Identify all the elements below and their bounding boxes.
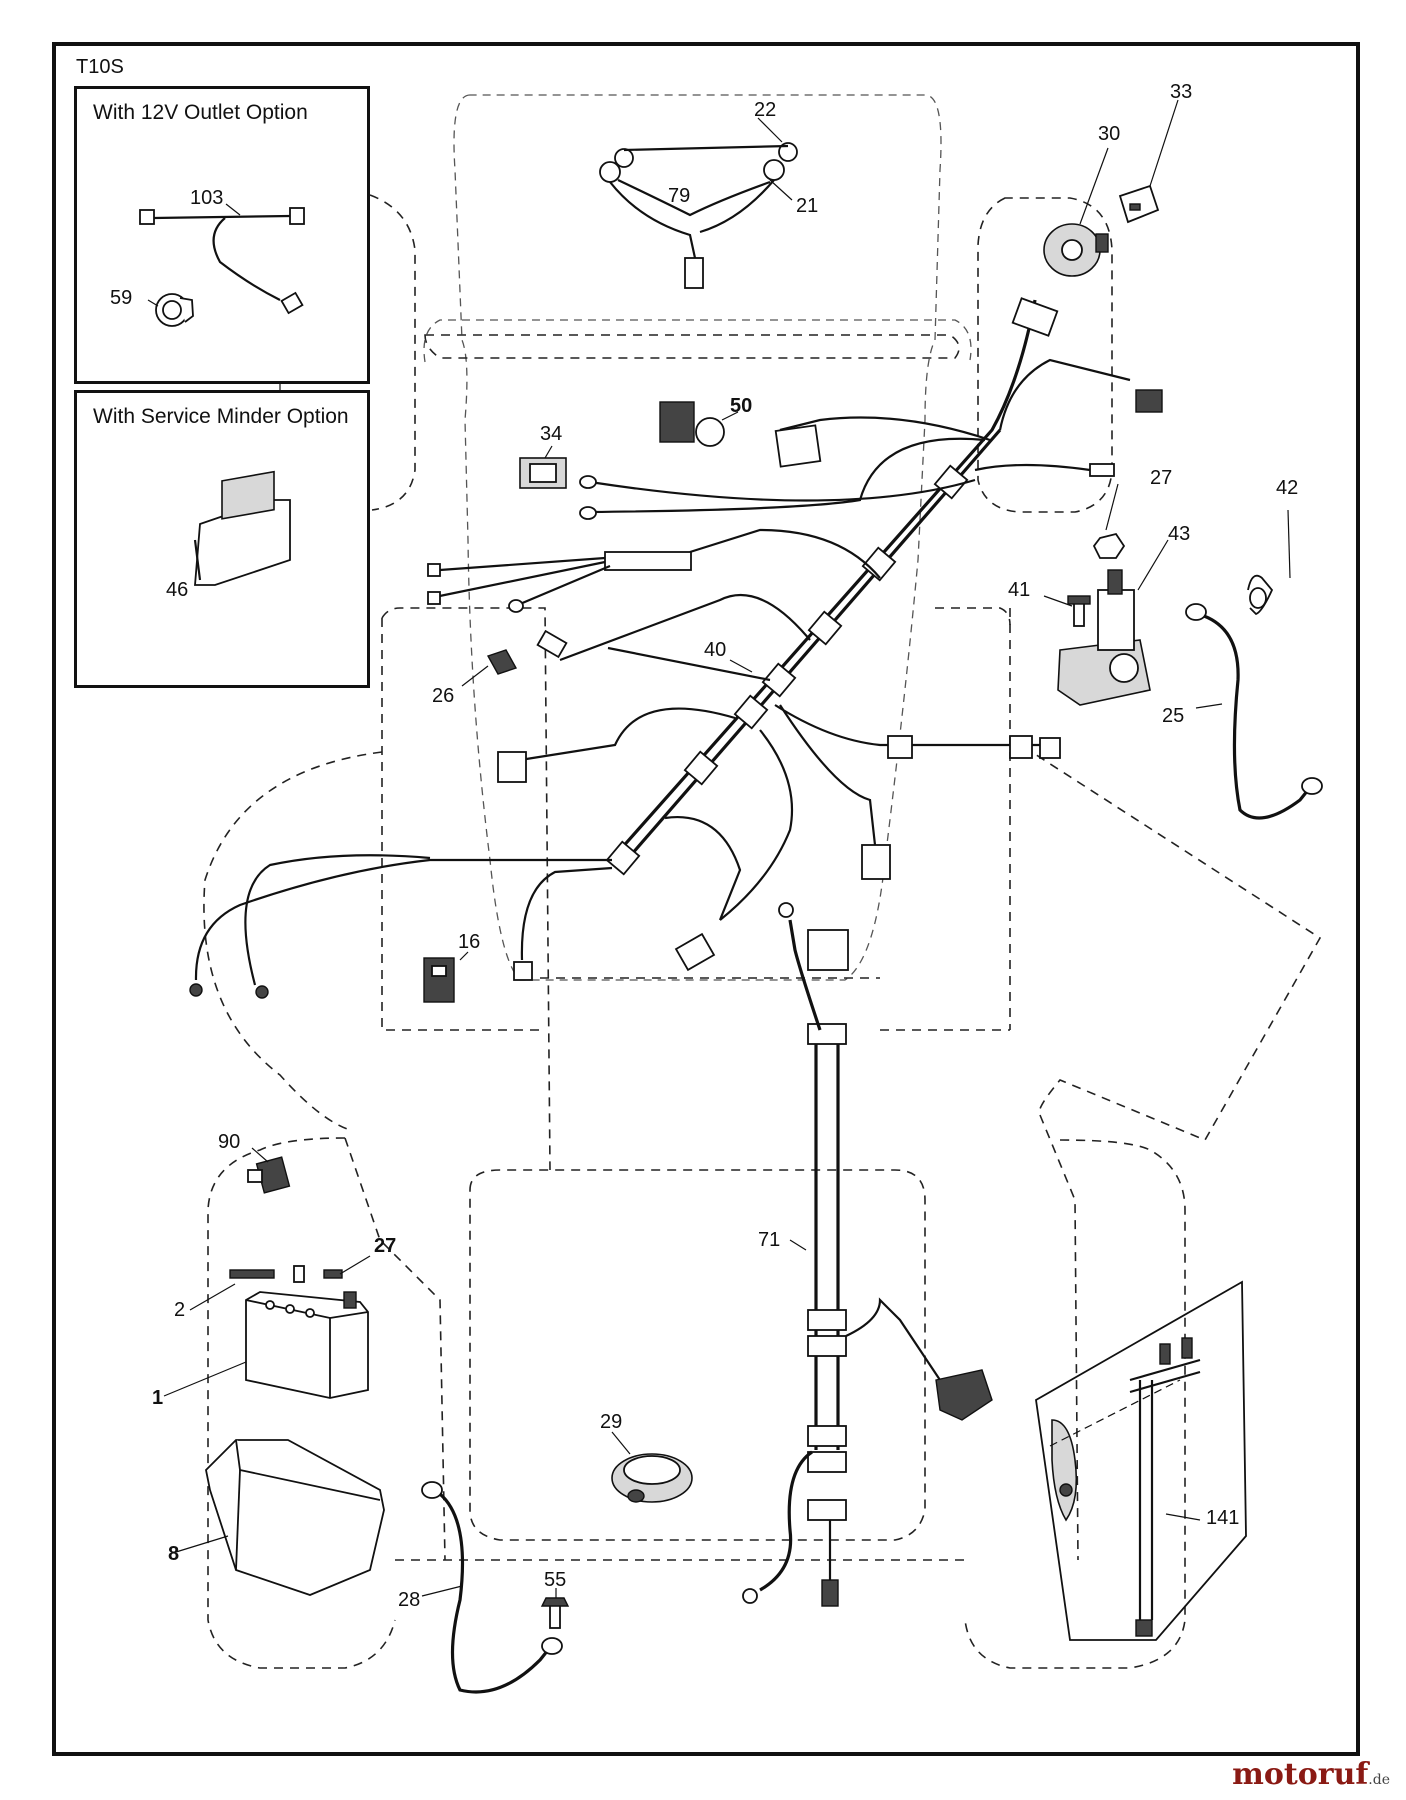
battery-1 bbox=[245, 1291, 369, 1399]
label-22: 22 bbox=[754, 99, 776, 121]
part-90 bbox=[247, 1156, 291, 1194]
frame-right-edge bbox=[935, 607, 1011, 626]
outlet-option-box: With 12V Outlet Option bbox=[74, 86, 370, 384]
switch-34 bbox=[519, 457, 567, 489]
front-left-wheel bbox=[369, 194, 416, 511]
label-27-top: 27 bbox=[1150, 467, 1172, 489]
axle-outline-inner bbox=[423, 319, 972, 363]
terminal-bolts bbox=[229, 1265, 343, 1283]
front-right-wheel bbox=[977, 197, 1113, 513]
fuse-holder-26 bbox=[486, 649, 518, 675]
label-90: 90 bbox=[218, 1131, 240, 1153]
terminal-boot-42 bbox=[1247, 574, 1274, 616]
label-28: 28 bbox=[398, 1589, 420, 1611]
sheet-id: T10S bbox=[76, 56, 124, 78]
relay-16 bbox=[423, 957, 455, 1003]
frame-lower bbox=[381, 618, 545, 1031]
hood-outline bbox=[453, 94, 942, 981]
label-42: 42 bbox=[1276, 477, 1298, 499]
frame-left bbox=[381, 607, 551, 1171]
label-43: 43 bbox=[1168, 523, 1190, 545]
seat-switch-141 bbox=[1035, 1280, 1247, 1641]
ignition-key-33 bbox=[1118, 184, 1160, 224]
battery-tray-8 bbox=[205, 1439, 385, 1596]
diagram-frame bbox=[52, 42, 1360, 1756]
outlet-receptacle-59 bbox=[155, 293, 194, 327]
service-minder-46 bbox=[193, 470, 291, 586]
cable-25 bbox=[1185, 603, 1323, 820]
service-minder-option-title: With Service Minder Option bbox=[93, 405, 349, 428]
nut-27 bbox=[1092, 532, 1126, 559]
label-59: 59 bbox=[110, 287, 132, 309]
bolt-41 bbox=[1067, 595, 1091, 627]
label-2: 2 bbox=[174, 1299, 185, 1321]
brand-suffix: .de bbox=[1368, 1772, 1390, 1788]
label-1: 1 bbox=[152, 1387, 163, 1409]
label-34: 34 bbox=[540, 423, 562, 445]
solenoid-43 bbox=[1057, 569, 1151, 706]
service-minder-option-box: With Service Minder Option bbox=[74, 390, 370, 688]
part-29 bbox=[611, 1453, 693, 1503]
label-71: 71 bbox=[758, 1229, 780, 1251]
label-55: 55 bbox=[544, 1569, 566, 1591]
brand-watermark: motoruf.de bbox=[1232, 1757, 1390, 1792]
label-16: 16 bbox=[458, 931, 480, 953]
seat-outline bbox=[469, 1169, 926, 1541]
screw-55 bbox=[540, 1597, 570, 1629]
label-41: 41 bbox=[1008, 579, 1030, 601]
left-rear-wheel bbox=[207, 1137, 396, 1669]
headlight-harness-79 bbox=[599, 142, 798, 289]
right-deck bbox=[1009, 737, 1322, 1142]
harness-71 bbox=[742, 902, 993, 1607]
outlet-harness-103 bbox=[139, 207, 305, 315]
label-46: 46 bbox=[166, 579, 188, 601]
label-30: 30 bbox=[1098, 123, 1120, 145]
switch-50 bbox=[659, 401, 725, 447]
main-harness-40 bbox=[189, 297, 1163, 999]
label-40: 40 bbox=[704, 639, 726, 661]
label-33: 33 bbox=[1170, 81, 1192, 103]
outlet-option-title: With 12V Outlet Option bbox=[93, 101, 308, 124]
rear-frame-diag bbox=[344, 1137, 446, 1561]
label-25: 25 bbox=[1162, 705, 1184, 727]
label-50: 50 bbox=[730, 395, 752, 417]
label-79: 79 bbox=[668, 185, 690, 207]
left-deck-arc bbox=[203, 751, 383, 1131]
label-141: 141 bbox=[1206, 1507, 1239, 1529]
label-21: 21 bbox=[796, 195, 818, 217]
label-29: 29 bbox=[600, 1411, 622, 1433]
cable-28 bbox=[421, 1481, 563, 1694]
axle-outline bbox=[424, 334, 960, 359]
brand-name: motoruf bbox=[1232, 1757, 1369, 1792]
right-rear-wheel bbox=[964, 1139, 1186, 1669]
label-103: 103 bbox=[190, 187, 223, 209]
label-8: 8 bbox=[168, 1543, 179, 1565]
ignition-switch-30 bbox=[1043, 223, 1109, 277]
label-26: 26 bbox=[432, 685, 454, 707]
label-27-battery: 27 bbox=[374, 1235, 396, 1257]
